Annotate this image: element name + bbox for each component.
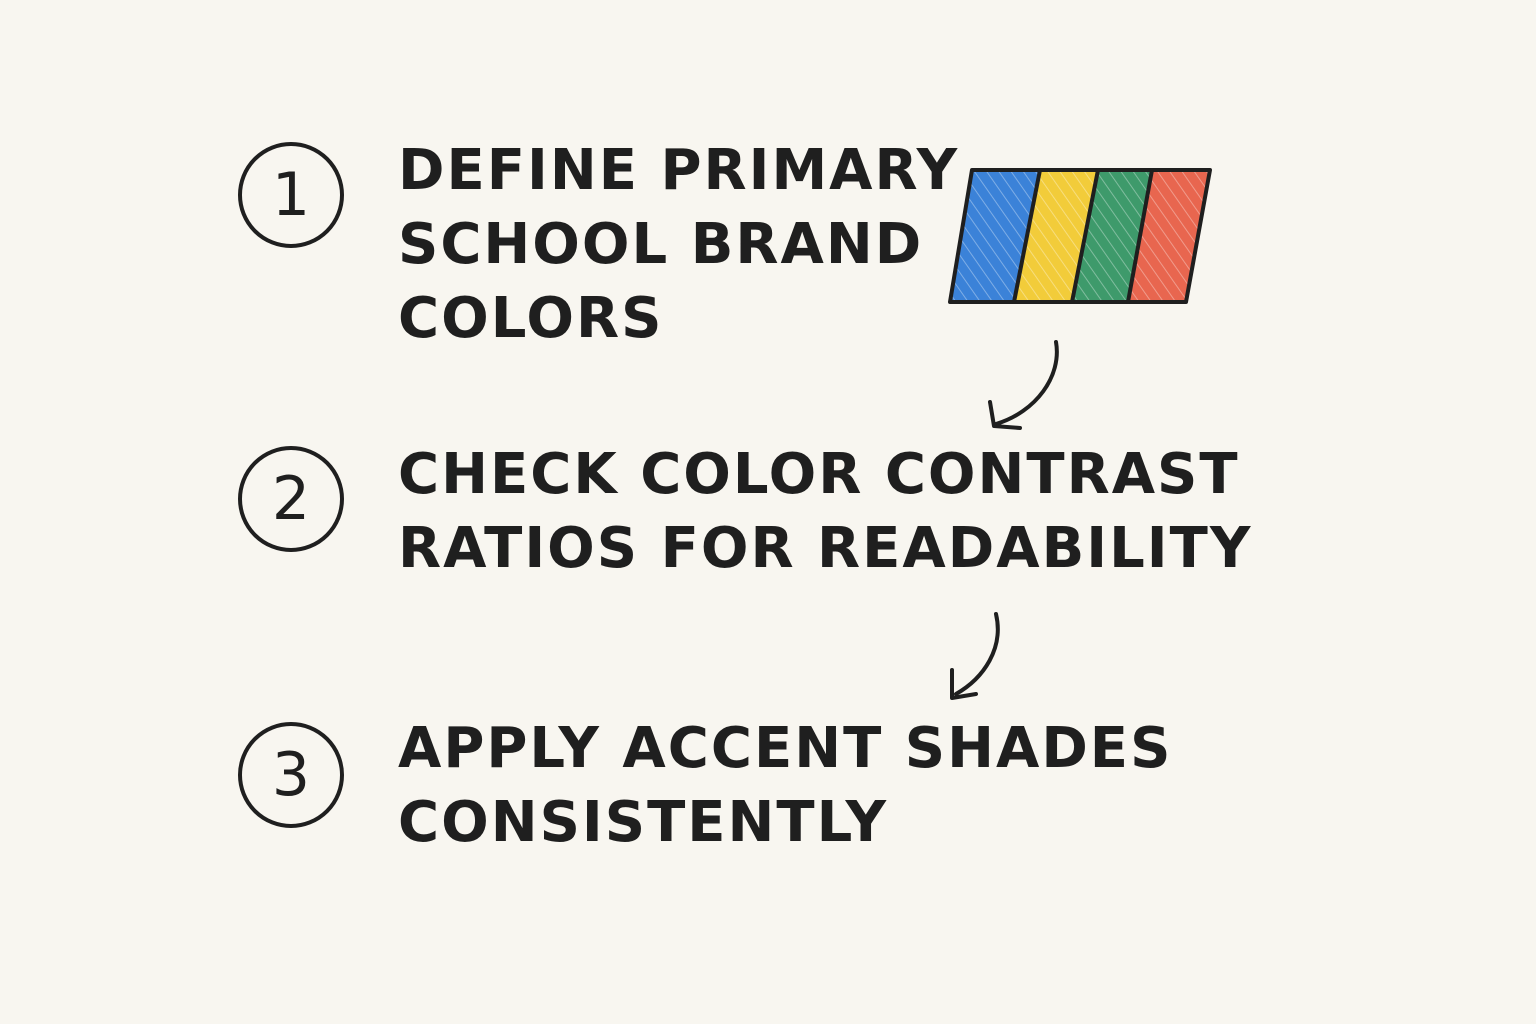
step-3-line-2: consistently (398, 790, 889, 855)
step-1-line-3: colors (398, 286, 664, 351)
step-1-line-2: school brand (398, 212, 924, 277)
arrow-icon (988, 340, 1059, 430)
step-3-number: 3 (271, 740, 311, 810)
step-1-line-1: Define primary (398, 138, 960, 203)
step-1-text: Define primary school brand colors (398, 134, 959, 356)
step-2-line-2: ratios for readability (398, 516, 1253, 581)
color-swatch-icon (948, 168, 1212, 304)
arrow-icon (950, 612, 1000, 700)
step-3-number-circle: 3 (238, 722, 344, 828)
step-3-text: Apply accent shades consistently (398, 712, 1172, 860)
step-3-line-1: Apply accent shades (398, 716, 1173, 781)
swatch-outline (948, 168, 1212, 304)
step-2-text: Check color contrast ratios for readabil… (398, 438, 1252, 586)
swatch-texture (950, 170, 1210, 302)
step-1-number: 1 (271, 160, 311, 230)
step-2-number-circle: 2 (238, 446, 344, 552)
step-2-line-1: Check color contrast (398, 442, 1240, 507)
step-1-number-circle: 1 (238, 142, 344, 248)
step-2-number: 2 (271, 464, 311, 534)
